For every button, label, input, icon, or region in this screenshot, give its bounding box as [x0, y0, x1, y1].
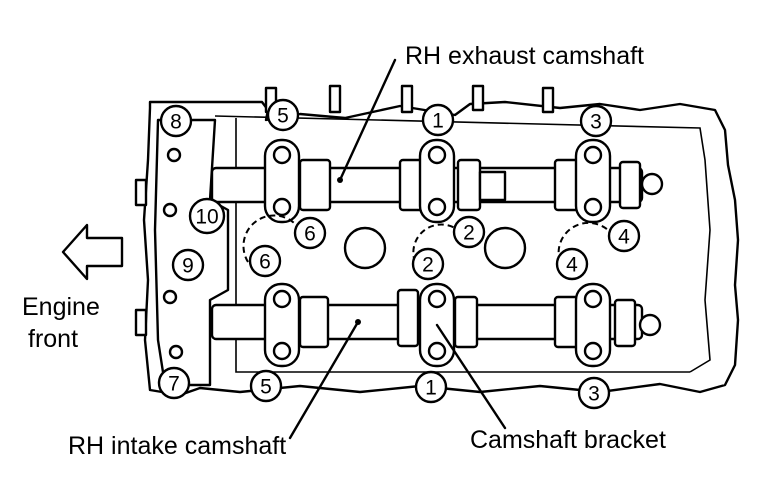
leader-lines	[288, 58, 507, 440]
arrow-left-outline-icon	[61, 223, 124, 281]
svg-text:1: 1	[425, 377, 437, 400]
svg-text:6: 6	[259, 251, 271, 274]
cylinder-head-outline	[142, 100, 740, 397]
seq-number-n9: 9	[171, 248, 205, 282]
exhaust-brackets	[263, 138, 612, 224]
svg-text:1: 1	[432, 110, 444, 133]
label-rh-intake-camshaft: RH intake camshaft	[68, 432, 287, 460]
svg-text:6: 6	[304, 223, 316, 246]
svg-text:3: 3	[588, 383, 600, 406]
seq-number-n4-lower: 4	[555, 247, 589, 281]
label-engine: Engine	[22, 293, 100, 321]
svg-text:9: 9	[182, 255, 194, 278]
cover-bolts	[134, 147, 184, 360]
seq-number-n5-top: 5	[266, 98, 300, 132]
seq-number-n1-top: 1	[421, 103, 455, 137]
svg-text:10: 10	[195, 206, 218, 229]
tightening-arcs	[242, 214, 609, 263]
label-rh-exhaust-camshaft: RH exhaust camshaft	[405, 42, 644, 70]
seq-number-n6-upper: 6	[293, 216, 327, 250]
seq-number-n8: 8	[159, 104, 193, 138]
svg-text:2: 2	[422, 254, 434, 277]
seq-number-n4-upper: 4	[607, 219, 641, 253]
seq-number-n2-lower: 2	[411, 247, 445, 281]
seq-number-n5-bottom: 5	[249, 369, 283, 403]
seq-number-n6-lower: 6	[248, 244, 282, 278]
seq-number-n10: 10	[188, 197, 226, 235]
svg-text:4: 4	[618, 226, 630, 249]
inner-gasket-line	[214, 115, 711, 373]
seq-number-n1-bottom: 1	[414, 370, 448, 404]
svg-text:7: 7	[168, 373, 180, 396]
seq-number-n7: 7	[157, 366, 191, 400]
svg-text:5: 5	[277, 105, 289, 128]
seq-number-n3-bottom: 3	[577, 376, 611, 410]
top-studs	[264, 84, 555, 114]
svg-text:8: 8	[170, 111, 182, 134]
svg-text:2: 2	[463, 222, 475, 245]
seq-number-n3-top: 3	[579, 104, 613, 138]
label-front: front	[28, 325, 79, 353]
svg-text:4: 4	[566, 254, 578, 277]
seq-number-n2-upper: 2	[452, 215, 486, 249]
bolt-sequence-numbers: 5 1 3 6 2 4 6 2 4 5 1 3 8 10 9 7	[157, 98, 641, 410]
label-camshaft-bracket: Camshaft bracket	[470, 426, 666, 454]
svg-text:5: 5	[260, 376, 272, 399]
svg-text:3: 3	[590, 111, 602, 134]
spark-plug-holes	[343, 226, 527, 270]
